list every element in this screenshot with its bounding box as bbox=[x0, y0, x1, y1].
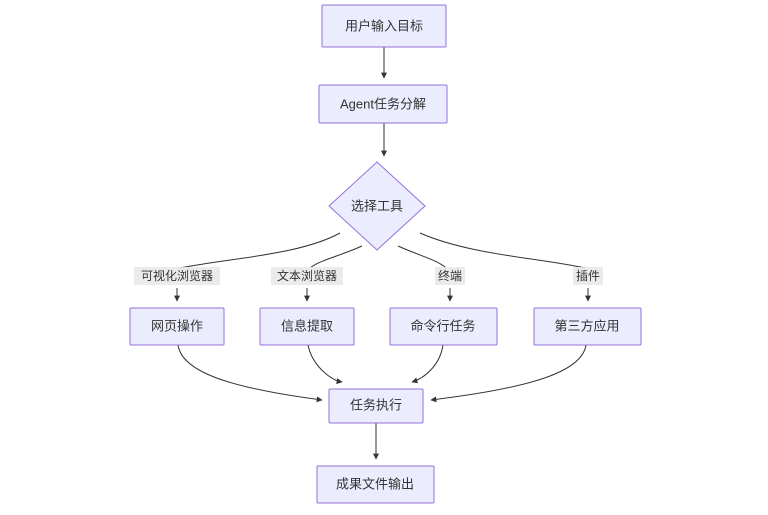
nodes-layer: 用户输入目标 Agent任务分解 选择工具 网页操作 信息提取 命令行任务 bbox=[129, 4, 642, 504]
edge-label-text-browser: 文本浏览器 bbox=[271, 267, 343, 285]
node-task-execution-shape[interactable] bbox=[328, 388, 424, 424]
node-task-execution[interactable]: 任务执行 bbox=[328, 388, 424, 424]
edge-choose-to-web-op-upper bbox=[179, 232, 341, 269]
node-result-file-output[interactable]: 成果文件输出 bbox=[316, 465, 435, 504]
edge-label-terminal: 终端 bbox=[435, 267, 465, 285]
edge-cli-to-execute bbox=[411, 344, 444, 384]
node-result-file-output-shape[interactable] bbox=[316, 465, 435, 504]
node-user-input-goal-shape[interactable] bbox=[321, 4, 447, 48]
node-choose-tool-shape[interactable] bbox=[328, 161, 426, 251]
node-information-extraction-shape[interactable] bbox=[259, 307, 355, 346]
node-third-party-application[interactable]: 第三方应用 bbox=[533, 307, 642, 346]
edges-layer bbox=[174, 47, 591, 460]
node-web-operation-shape[interactable] bbox=[129, 307, 225, 346]
edge-labels-layer: 可视化浏览器 文本浏览器 终端 插件 bbox=[134, 267, 603, 285]
node-information-extraction[interactable]: 信息提取 bbox=[259, 307, 355, 346]
edge-label-text-browser-bg bbox=[271, 267, 343, 285]
edge-choose-to-extract-upper bbox=[309, 245, 363, 269]
edge-third-app-to-execute bbox=[430, 344, 587, 403]
node-agent-task-decomposition[interactable]: Agent任务分解 bbox=[318, 84, 448, 124]
node-command-line-task-shape[interactable] bbox=[389, 307, 498, 346]
edge-label-visual-browser: 可视化浏览器 bbox=[134, 267, 220, 285]
node-third-party-application-shape[interactable] bbox=[533, 307, 642, 346]
edge-choose-to-third-app-upper bbox=[419, 232, 586, 269]
edge-label-visual-browser-bg bbox=[134, 267, 220, 285]
edge-choose-to-cli-upper bbox=[397, 245, 447, 269]
edge-label-plugin: 插件 bbox=[573, 267, 603, 285]
node-web-operation[interactable]: 网页操作 bbox=[129, 307, 225, 346]
edge-label-plugin-bg bbox=[573, 267, 603, 285]
edge-label-terminal-bg bbox=[435, 267, 465, 285]
node-command-line-task[interactable]: 命令行任务 bbox=[389, 307, 498, 346]
node-agent-task-decomposition-shape[interactable] bbox=[318, 84, 448, 124]
edge-web-op-to-execute bbox=[177, 344, 323, 403]
node-user-input-goal[interactable]: 用户输入目标 bbox=[321, 4, 447, 48]
node-choose-tool[interactable]: 选择工具 bbox=[328, 161, 426, 251]
edge-extract-to-execute bbox=[307, 344, 343, 385]
